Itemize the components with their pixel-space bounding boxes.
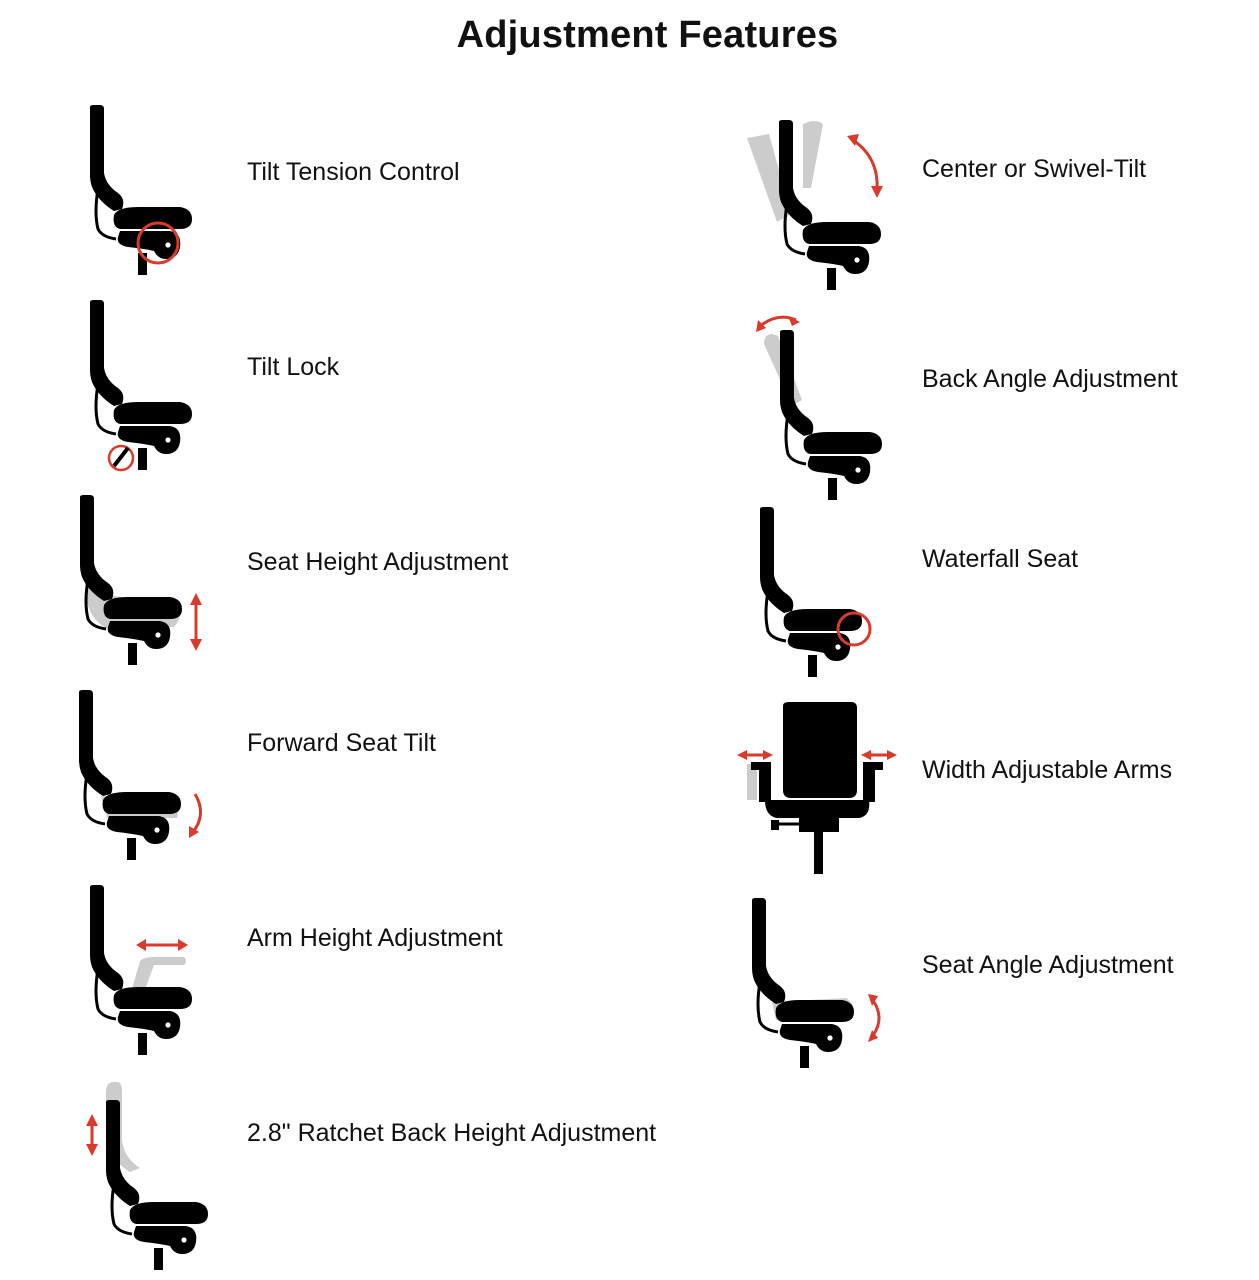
feature-label: Center or Swivel-Tilt (922, 155, 1147, 183)
feature-label: Seat Angle Adjustment (922, 951, 1174, 979)
feature-label: Seat Height Adjustment (247, 548, 509, 576)
feature-label: Tilt Tension Control (247, 158, 460, 186)
page-title: Adjustment Features (456, 14, 839, 56)
feature-label: 2.8" Ratchet Back Height Adjustment (247, 1119, 657, 1147)
feature-label: Forward Seat Tilt (247, 729, 436, 757)
tilt-lock-chair-icon (88, 298, 194, 472)
feature-label: Back Angle Adjustment (922, 365, 1178, 393)
forward-seat-tilt-chair-icon (77, 688, 202, 862)
waterfall-seat-chair-icon (758, 505, 872, 679)
tilt-tension-chair-icon (88, 103, 194, 277)
feature-label: Tilt Lock (247, 353, 340, 381)
swivel-tilt-chair-icon (747, 118, 883, 292)
back-height-chair-icon (86, 1082, 210, 1272)
feature-label: Width Adjustable Arms (922, 756, 1173, 784)
seat-angle-chair-icon (750, 896, 881, 1070)
feature-label: Waterfall Seat (922, 545, 1079, 573)
width-arms-chair-icon (737, 702, 897, 874)
feature-label: Arm Height Adjustment (247, 924, 503, 952)
back-angle-chair-icon (756, 315, 884, 502)
seat-height-chair-icon (78, 493, 202, 667)
arm-height-chair-icon (88, 883, 194, 1057)
